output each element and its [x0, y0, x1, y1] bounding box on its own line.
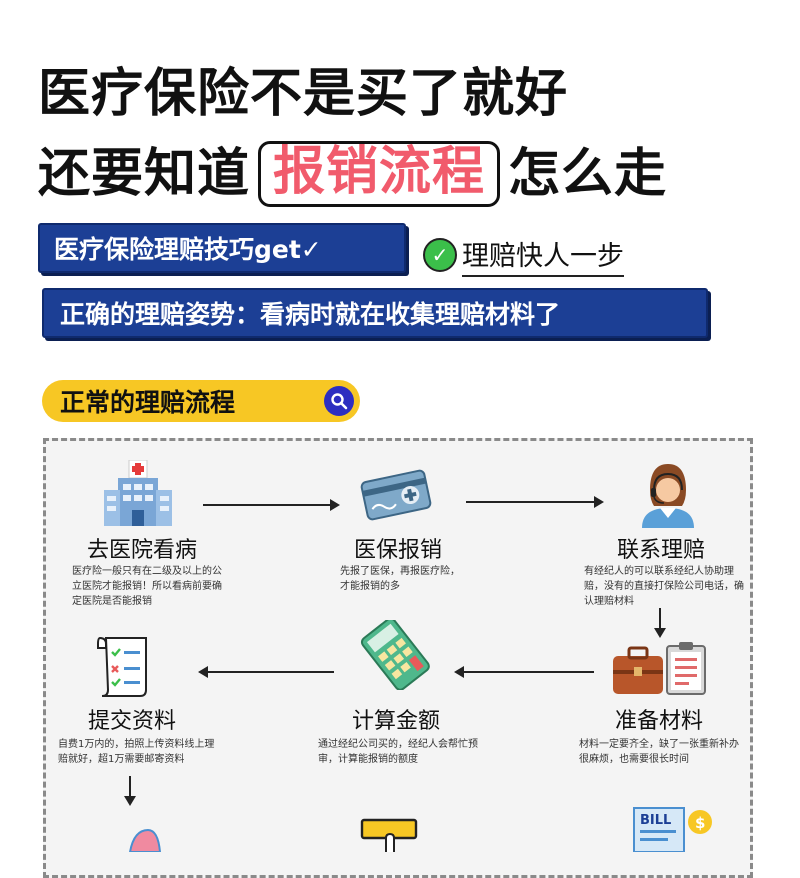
- headline-line-1: 医疗保险不是买了就好: [38, 64, 569, 124]
- step-title: 医保报销: [353, 538, 442, 563]
- step-title: 准备材料: [614, 709, 703, 734]
- hospital-icon: [102, 459, 174, 532]
- step-title: 联系理赔: [616, 538, 705, 563]
- hand-click-icon: [360, 816, 420, 856]
- svg-text:$: $: [695, 814, 705, 832]
- section-title: 正常的理赔流程: [42, 380, 360, 422]
- step-desc: 自费1万内的，拍照上传资料线上理赔就好，超1万需要邮寄资料: [58, 739, 215, 765]
- headline-highlight: 报销流程: [258, 141, 501, 207]
- step-desc: 有经纪人的可以联系经纪人协助理赔，没有的直接打保险公司电话，确认理赔材料: [584, 566, 744, 607]
- step-desc: 先报了医保，再报医疗险，才能报销的多: [340, 566, 460, 592]
- customer-service-icon: [636, 460, 700, 532]
- headline-line-2: 还要知道 报销流程 怎么走: [38, 141, 667, 207]
- flow-arrow: [198, 666, 334, 678]
- flow-arrow: [203, 499, 340, 511]
- flow-arrow-down: [124, 776, 136, 806]
- checklist-icon: [96, 634, 156, 702]
- bill-label: BILL: [640, 813, 671, 828]
- step-desc: 通过经纪公司买的，经纪人会帮忙预审，计算能报销的额度: [318, 739, 478, 765]
- section-title-text: 正常的理赔流程: [60, 388, 236, 417]
- check-icon: ✓: [423, 238, 457, 272]
- calculator-icon: [356, 617, 436, 694]
- headline-post: 怎么走: [508, 144, 668, 204]
- step-title: 提交资料: [87, 709, 176, 734]
- step-desc: 材料一定要齐全，缺了一张重新补办很麻烦，也需要很长时间: [579, 739, 739, 765]
- headline-pre: 还要知道: [38, 144, 251, 204]
- phone-icon: [124, 828, 164, 856]
- step-desc: 医疗险一般只有在二级及以上的公立医院才能报销！所以看病前要确定医院是否能报销: [72, 566, 222, 607]
- briefcase-clipboard-icon: [611, 640, 711, 702]
- tips-banner: 医疗保险理赔技巧get✓: [38, 223, 406, 273]
- posture-banner: 正确的理赔姿势：看病时就在收集理赔材料了: [42, 288, 708, 338]
- flow-arrow: [454, 666, 594, 678]
- flow-arrow: [466, 496, 604, 508]
- step-title: 计算金额: [351, 709, 440, 734]
- insurance-card-icon: [360, 466, 432, 528]
- fast-claim-label: 理赔快人一步: [462, 234, 624, 277]
- bill-icon: BILL $: [632, 804, 716, 856]
- flow-arrow-down: [654, 608, 666, 638]
- step-title: 去医院看病: [86, 538, 197, 563]
- search-icon: [324, 386, 354, 416]
